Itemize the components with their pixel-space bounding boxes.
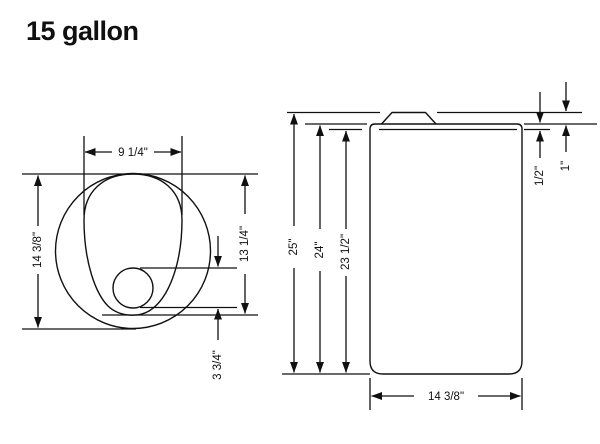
dim-label-14-3-8-top: 14 3/8" <box>32 232 44 268</box>
page-title: 15 gallon <box>26 16 139 46</box>
top-view: 9 1/4" 14 3/8" 13 1/4" 3 3/4" <box>22 136 258 380</box>
dim-label-3-3-4: 3 3/4" <box>212 350 224 380</box>
dim-lip-thickness: 1/2" <box>534 92 546 186</box>
side-extension-lines <box>282 111 597 375</box>
fitting-circle <box>112 267 154 309</box>
dim-fitting: 3 3/4" <box>140 236 237 380</box>
dim-label-14-3-8-base: 14 3/8" <box>428 391 464 403</box>
tank-cap <box>380 111 437 125</box>
dim-label-13-1-4: 13 1/4" <box>239 226 251 262</box>
tank-outline-circle <box>54 172 212 330</box>
side-view: 25" 24" 23 1/2" 1/2" 1" <box>282 82 597 410</box>
dim-base-width: 14 3/8" <box>369 378 523 410</box>
dim-overall-height: 25" <box>288 113 300 373</box>
dim-top-width: 9 1/4" <box>83 136 183 215</box>
dim-cap-height: 1" <box>560 82 572 171</box>
tank-top-profile <box>83 173 183 316</box>
tank-body-outline <box>369 123 523 375</box>
dim-label-23-1-2: 23 1/2" <box>340 234 352 270</box>
dim-lip-height: 24" <box>314 125 326 373</box>
dim-top-diameter: 14 3/8" <box>22 175 136 330</box>
dim-label-1-2: 1/2" <box>534 166 546 186</box>
dim-label-24: 24" <box>314 242 326 259</box>
dim-label-9-1-4: 9 1/4" <box>118 147 148 159</box>
dim-label-25: 25" <box>288 239 300 256</box>
dim-body-height: 23 1/2" <box>340 130 352 373</box>
dim-label-1: 1" <box>560 161 572 171</box>
dim-top-length: 13 1/4" <box>102 175 258 316</box>
